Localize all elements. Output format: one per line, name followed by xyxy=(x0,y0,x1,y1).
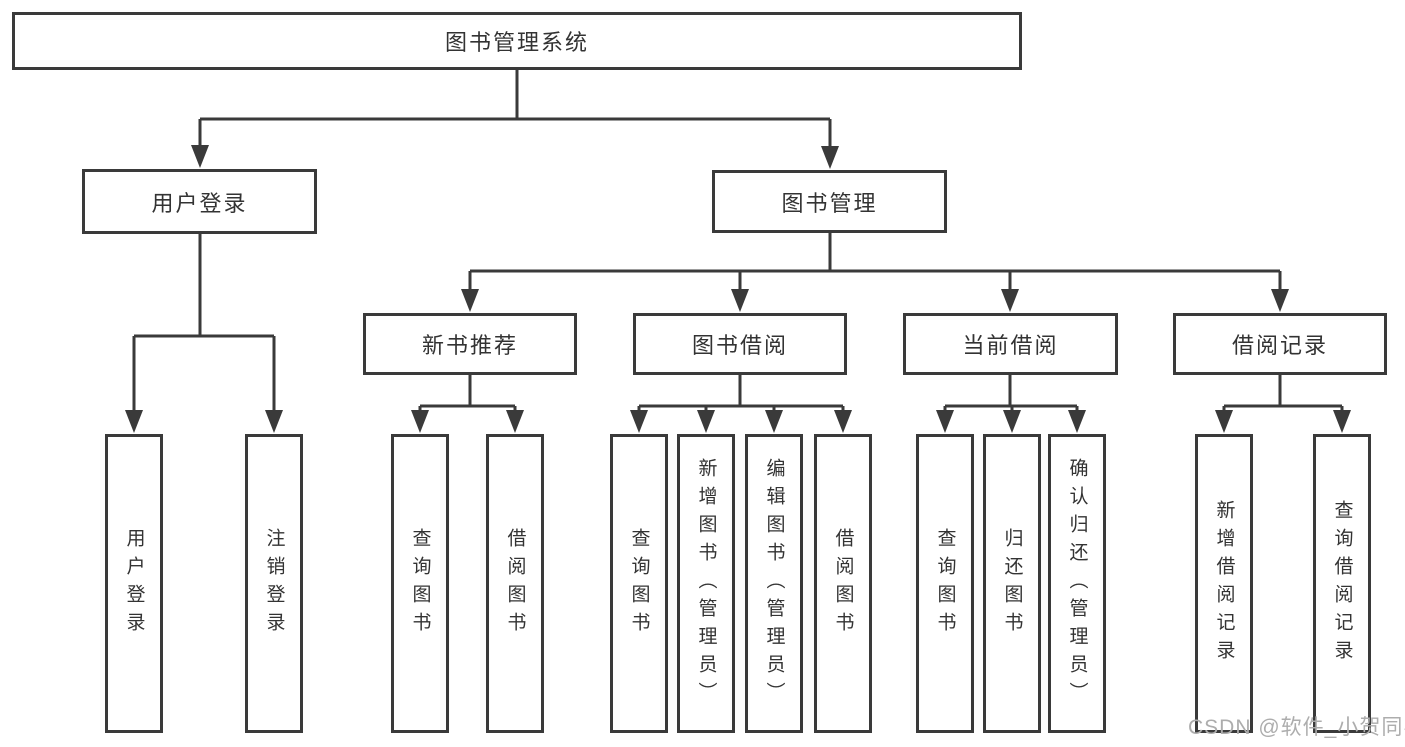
leaf-bb-add-books-admin: 新增图书（管理员） xyxy=(677,434,735,733)
node-current-borrowing: 当前借阅 xyxy=(903,313,1118,375)
leaf-nb-borrow-books-label: 借阅图书 xyxy=(504,527,526,640)
leaf-cb-return-books-label: 归还图书 xyxy=(1001,527,1023,640)
leaf-bb-add-books-admin-label: 新增图书（管理员） xyxy=(695,457,717,710)
leaf-bb-query-books: 查询图书 xyxy=(610,434,668,733)
node-new-book-recommendation-label: 新书推荐 xyxy=(421,333,518,358)
node-borrowing-records-label: 借阅记录 xyxy=(1231,333,1328,358)
leaf-nb-borrow-books: 借阅图书 xyxy=(486,434,544,733)
leaf-br-query-record-label: 查询借阅记录 xyxy=(1331,499,1353,668)
node-current-borrowing-label: 当前借阅 xyxy=(962,333,1059,358)
leaf-nb-query-books-label: 查询图书 xyxy=(409,527,431,640)
arrowheads xyxy=(125,145,1351,433)
node-user-login-label: 用户登录 xyxy=(151,190,248,216)
leaf-cb-confirm-return-admin: 确认归还（管理员） xyxy=(1048,434,1106,733)
leaf-user-login-label: 用户登录 xyxy=(123,527,145,640)
leaf-cb-query-books-label: 查询图书 xyxy=(934,527,956,640)
leaf-bb-borrow-books: 借阅图书 xyxy=(814,434,872,733)
node-book-management-label: 图书管理 xyxy=(781,190,878,216)
leaf-br-add-record: 新增借阅记录 xyxy=(1195,434,1253,733)
leaf-bb-query-books-label: 查询图书 xyxy=(628,527,650,640)
leaf-br-query-record: 查询借阅记录 xyxy=(1313,434,1371,733)
leaf-logout-label: 注销登录 xyxy=(263,527,285,640)
leaf-br-add-record-label: 新增借阅记录 xyxy=(1213,499,1235,668)
leaf-bb-edit-books-admin-label: 编辑图书（管理员） xyxy=(763,457,785,710)
node-book-borrowing: 图书借阅 xyxy=(633,313,847,375)
leaf-cb-return-books: 归还图书 xyxy=(983,434,1041,733)
node-book-borrowing-label: 图书借阅 xyxy=(691,333,788,358)
node-borrowing-records: 借阅记录 xyxy=(1173,313,1387,375)
leaf-logout: 注销登录 xyxy=(245,434,303,733)
watermark: CSDN @软件_小贺同学 xyxy=(1188,716,1405,739)
leaf-user-login: 用户登录 xyxy=(105,434,163,733)
leaf-bb-edit-books-admin: 编辑图书（管理员） xyxy=(745,434,803,733)
leaf-cb-confirm-return-admin-label: 确认归还（管理员） xyxy=(1066,457,1088,710)
node-new-book-recommendation: 新书推荐 xyxy=(363,313,577,375)
leaf-nb-query-books: 查询图书 xyxy=(391,434,449,733)
node-user-login: 用户登录 xyxy=(82,169,317,234)
leaf-cb-query-books: 查询图书 xyxy=(916,434,974,733)
leaf-bb-borrow-books-label: 借阅图书 xyxy=(832,527,854,640)
node-book-management: 图书管理 xyxy=(712,170,947,233)
node-root: 图书管理系统 xyxy=(12,12,1022,70)
node-root-label: 图书管理系统 xyxy=(444,30,589,55)
